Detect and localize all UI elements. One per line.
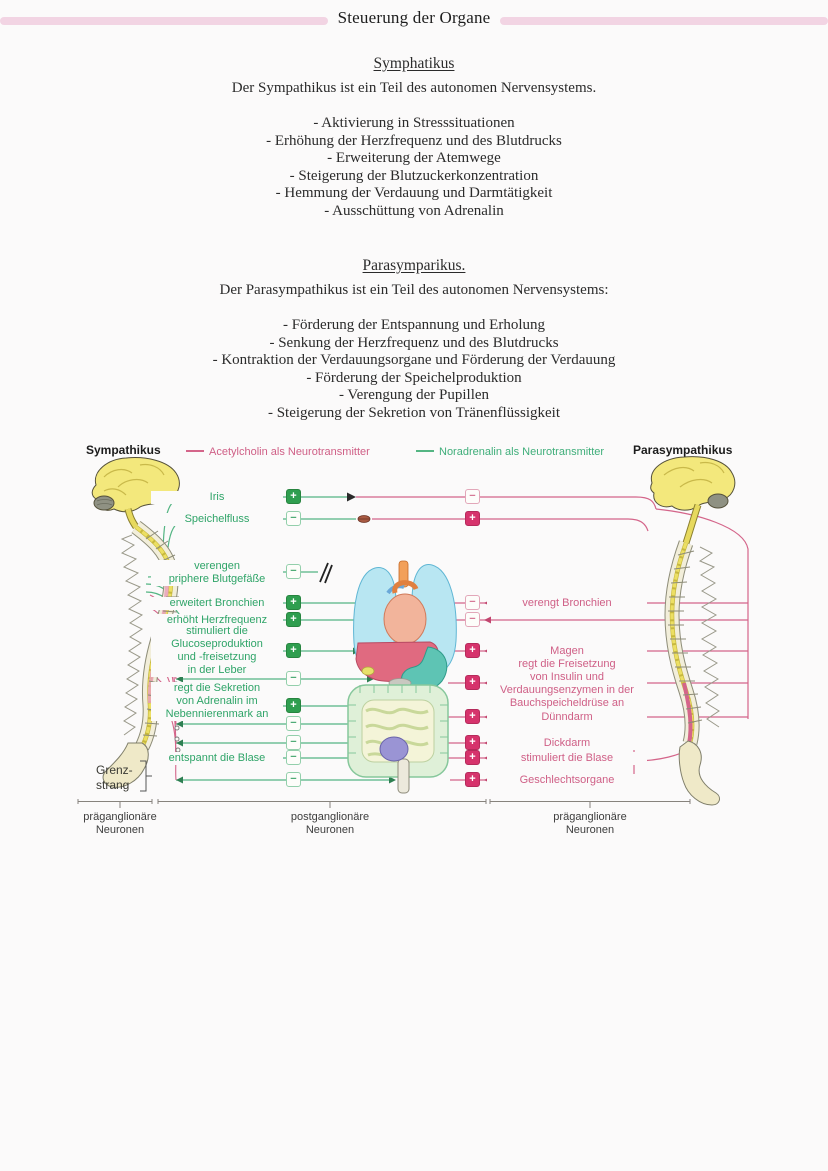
mouth-icon xyxy=(357,515,371,523)
list-item: - Verengung der Pupillen xyxy=(338,387,490,403)
eye-icon xyxy=(347,492,356,502)
sign-box-plus: + xyxy=(465,772,480,787)
autonomic-nervous-system-diagram: Sympathikus Parasympathikus Acetylcholin… xyxy=(0,443,828,845)
sign-box-minus: − xyxy=(286,564,301,579)
sign-box-minus: − xyxy=(286,716,301,731)
aorta xyxy=(392,580,419,594)
sign-box-minus: − xyxy=(286,671,301,686)
list-item: - Förderung der Entspannung und Erholung xyxy=(282,317,546,333)
sign-box-plus: + xyxy=(465,643,480,658)
sign-box-minus: − xyxy=(286,750,301,765)
list-item: - Ausschüttung von Adrenalin xyxy=(324,202,504,219)
accent-bar-right xyxy=(500,17,828,25)
rectum xyxy=(397,758,410,794)
section-intro-sympathikus: Der Sympathikus ist ein Teil des autonom… xyxy=(231,79,597,96)
blood-vessel-icon xyxy=(319,562,333,584)
sign-box-minus: − xyxy=(465,612,480,627)
label-insulin: regt die Freisetzung von Insulin und Ver… xyxy=(487,658,647,710)
accent-bar-left xyxy=(0,17,328,25)
label-geschlechtsorgane: Geschlechtsorgane xyxy=(487,774,647,787)
parasympathikus-title: Parasympathikus xyxy=(633,443,733,457)
sign-box-plus: + xyxy=(465,675,480,690)
page-header: Steuerung der Organe xyxy=(0,0,828,40)
list-item: - Steigerung der Sekretion von Tränenflü… xyxy=(267,404,561,421)
bottom-brackets xyxy=(77,799,691,808)
grenzstrang-label: Grenz- strang xyxy=(96,763,133,792)
list-item: - Aktivierung in Stresssituationen xyxy=(313,115,515,131)
sign-box-plus: + xyxy=(286,643,301,658)
bracket-label-postganglionic: postganglionäre Neuronen xyxy=(290,811,370,836)
list-item: - Senkung der Herzfrequenz und des Blutd… xyxy=(269,334,559,351)
list-item: - Kontraktion der Verdauungsorgane und F… xyxy=(212,352,616,368)
green-line-swatch xyxy=(416,450,434,452)
legend-acetylcholin: Acetylcholin als Neurotransmitter xyxy=(186,446,370,458)
list-item: - Steigerung der Blutzuckerkonzentration xyxy=(289,167,539,184)
bladder xyxy=(379,736,409,762)
list-item: - Förderung der Speichelproduktion xyxy=(306,369,522,386)
sign-box-minus: − xyxy=(465,595,480,610)
pink-line-swatch xyxy=(186,450,204,452)
bracket-label-preganglionic-right: präganglionäre Neuronen xyxy=(553,811,627,836)
section-heading-parasympathikus: Parasymparikus. xyxy=(362,257,466,274)
label-verengt-bronchien: verengt Bronchien xyxy=(487,597,647,610)
sign-box-plus: + xyxy=(465,511,480,526)
sign-box-plus: + xyxy=(286,489,301,504)
sign-box-plus: + xyxy=(286,698,301,713)
label-glucoseproduktion: stimuliert die Glucoseproduktion und -fr… xyxy=(151,625,283,677)
sign-box-minus: − xyxy=(286,511,301,526)
list-item: - Hemmung der Verdauung und Darmtätigkei… xyxy=(275,185,553,201)
label-blutgefaesse: verengen priphere Blutgefäße xyxy=(151,560,283,586)
label-herzfrequenz: erhöht Herzfrequenz xyxy=(151,614,283,627)
sign-box-minus: − xyxy=(286,735,301,750)
sign-box-minus: − xyxy=(465,489,480,504)
sign-box-plus: + xyxy=(465,709,480,724)
list-item: - Erweiterung der Atemwege xyxy=(327,150,501,166)
label-adrenalin: regt die Sekretion von Adrenalin im Nebe… xyxy=(151,682,283,721)
label-entspannt-blase: entspannt die Blase xyxy=(151,752,283,765)
right-spine-icon xyxy=(664,503,720,806)
right-brain-icon xyxy=(650,456,736,511)
sign-box-plus: + xyxy=(286,612,301,627)
section-list-parasympathikus: - Förderung der Entspannung und Erholung… xyxy=(0,317,828,422)
document-body: Symphatikus Der Sympathikus ist ein Teil… xyxy=(0,55,828,422)
gallbladder xyxy=(361,666,375,676)
sympathikus-title: Sympathikus xyxy=(86,443,161,457)
sign-box-plus: + xyxy=(465,750,480,765)
section-intro-parasympathikus: Der Parasympathikus ist ein Teil des aut… xyxy=(219,281,609,298)
section-heading-sympathikus: Symphatikus xyxy=(373,55,455,72)
page-title: Steuerung der Organe xyxy=(337,8,491,27)
label-magen: Magen xyxy=(487,645,647,658)
label-speichelfluss: Speichelfluss xyxy=(151,513,283,526)
label-stimuliert-blase: stimuliert die Blase xyxy=(487,752,647,765)
sign-box-minus: − xyxy=(286,772,301,787)
section-list-sympathikus: - Aktivierung in Stresssituationen - Erh… xyxy=(0,115,828,220)
bracket-label-preganglionic-left: präganglionäre Neuronen xyxy=(83,811,157,836)
label-erweitert-bronchien: erweitert Bronchien xyxy=(151,597,283,610)
organs-illustration xyxy=(347,560,457,794)
label-iris: Iris xyxy=(151,491,283,504)
legend-acetylcholin-label: Acetylcholin als Neurotransmitter xyxy=(209,446,370,458)
label-dickdarm: Dickdarm xyxy=(487,737,647,750)
label-duenndarm: Dünndarm xyxy=(487,711,647,724)
sign-box-plus: + xyxy=(465,735,480,750)
legend-noradrenalin-label: Noradrenalin als Neurotransmitter xyxy=(439,446,605,458)
legend-noradrenalin: Noradrenalin als Neurotransmitter xyxy=(416,446,604,458)
list-item: - Erhöhung der Herzfrequenz und des Blut… xyxy=(266,132,562,149)
sign-box-plus: + xyxy=(286,595,301,610)
heart xyxy=(383,593,427,645)
